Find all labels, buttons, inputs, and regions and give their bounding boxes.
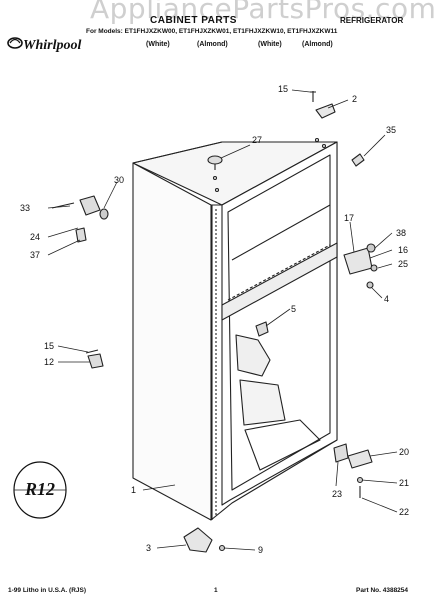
whirlpool-logo: Whirlpool — [7, 37, 81, 53]
footer-part-number: Part No. 4388254 — [356, 587, 409, 594]
cabinet-outline — [132, 162, 212, 521]
callout-label: 37 — [30, 250, 40, 260]
callout-label: 15 — [278, 84, 288, 94]
color-label: (White) — [258, 41, 282, 48]
callout-label: 38 — [396, 228, 406, 238]
callout-label: 5 — [291, 304, 296, 314]
model-list: For Models: ET1FHJXZKW00, ET1FHJXZKW01, … — [86, 28, 338, 35]
callout-label: 23 — [332, 489, 342, 499]
page-title: CABINET PARTS — [150, 15, 237, 26]
part-12-bumper — [87, 353, 104, 369]
callout-label: 35 — [386, 125, 396, 135]
callout-label: 27 — [252, 135, 262, 145]
color-label: (Almond) — [302, 41, 333, 48]
callout-label: 33 — [20, 203, 30, 213]
r12-badge-text: R12 — [24, 479, 55, 499]
footer-page-number: 1 — [214, 587, 218, 594]
part-9-screw — [218, 544, 226, 552]
part-5-bushing — [255, 321, 269, 337]
part-3-hinge — [183, 527, 213, 553]
callout-label: 21 — [399, 478, 409, 488]
part-20-hinge — [347, 449, 373, 469]
callout-label: 16 — [398, 245, 408, 255]
callout-label: 20 — [399, 447, 409, 457]
callout-label: 2 — [352, 94, 357, 104]
color-label: (Almond) — [197, 41, 228, 48]
part-38-washer — [366, 243, 376, 253]
divider-rail — [221, 242, 338, 321]
callout-label: 3 — [146, 543, 151, 553]
part-27-plug — [207, 155, 223, 165]
watermark: AppliancePartsPros.com — [90, 0, 434, 25]
callout-label: 4 — [384, 294, 389, 304]
callout-label: 17 — [344, 213, 354, 223]
part-30-hinge — [79, 195, 101, 216]
footer-litho: 1-99 Litho in U.S.A. (RJS) — [8, 587, 87, 594]
callout-label: 30 — [114, 175, 124, 185]
part-35-plug — [351, 153, 365, 167]
color-label: (White) — [146, 41, 170, 48]
part-23-cover — [333, 443, 349, 463]
callout-label: 15 — [44, 341, 54, 351]
part-16-hinge — [343, 247, 373, 275]
part-4-screw — [366, 281, 374, 289]
part-21-screw — [356, 476, 364, 484]
part-37-bushing — [75, 227, 87, 243]
appliance-type: REFRIGERATOR — [340, 16, 404, 25]
part-25-screw — [370, 264, 378, 272]
callout-label: 22 — [399, 507, 409, 517]
callout-label: 12 — [44, 357, 54, 367]
part-15-screw — [310, 91, 316, 102]
callout-label: 24 — [30, 232, 40, 242]
callout-label: 1 — [131, 485, 136, 495]
logo-text: Whirlpool — [23, 38, 81, 53]
callout-label: 25 — [398, 259, 408, 269]
callout-label: 9 — [258, 545, 263, 555]
